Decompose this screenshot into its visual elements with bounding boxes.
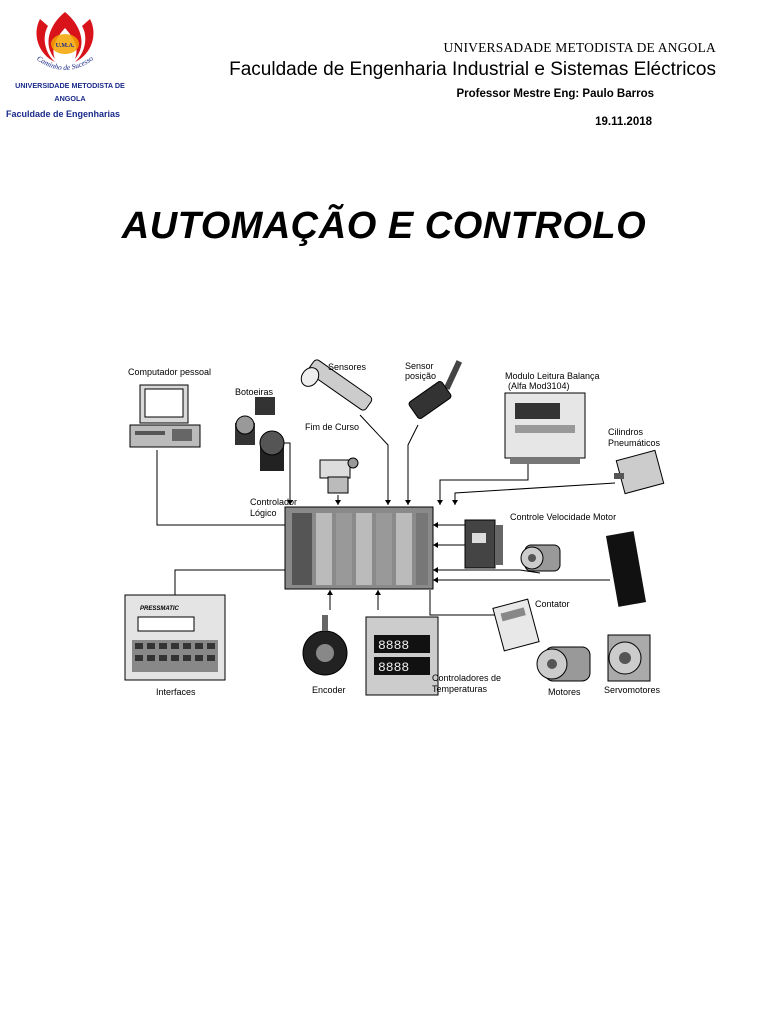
limit-switch-icon: [319, 457, 359, 494]
university-name: UNIVERSADADE METODISTA DE ANGOLA: [443, 40, 716, 55]
label-temp-ctrl-2: Temperaturas: [432, 684, 488, 694]
encoder-icon: [302, 615, 348, 676]
logo-motto: Caminho de Sucesso: [35, 54, 95, 72]
logo-acronym: U.M.A.: [56, 43, 75, 49]
label-servomotors: Servomotores: [604, 685, 661, 695]
label-controller-1: Controlador: [250, 497, 297, 507]
servo-drive-icon: [605, 531, 647, 607]
label-motors: Motores: [548, 687, 581, 697]
left-university-line1: UNIVERSIDADE METODISTA DE: [15, 81, 125, 90]
motor-icon: [520, 544, 561, 572]
label-interfaces: Interfaces: [156, 687, 196, 697]
automation-diagram: Computador pessoal Botoeiras Sensores Se…: [124, 359, 665, 697]
label-speed-control: Controle Velocidade Motor: [510, 512, 616, 522]
weight-module-icon: [504, 392, 586, 464]
label-position-sensor-1: Sensor: [405, 361, 434, 371]
professor-name: Professor Mestre Eng: Paulo Barros: [456, 88, 654, 100]
flame-logo-icon: [36, 12, 94, 62]
temperature-controller-icon: [365, 616, 439, 696]
left-faculty: Faculdade de Engenharias: [6, 109, 121, 119]
proximity-sensor-icon: [300, 359, 373, 411]
plc-controller-icon: [284, 506, 434, 590]
speed-drive-icon: [464, 519, 503, 569]
pneumatic-cylinder-icon: [614, 449, 665, 495]
computer-icon: [129, 384, 201, 448]
label-cylinders-2: Pneumáticos: [608, 438, 661, 448]
label-limit-switch: Fim de Curso: [305, 422, 359, 432]
label-contactor: Contator: [535, 599, 570, 609]
label-position-sensor-2: posição: [405, 371, 436, 381]
hmi-brand: PRESSMATIC: [140, 606, 180, 612]
document-date: 19.11.2018: [595, 116, 652, 128]
label-buttons: Botoeiras: [235, 387, 274, 397]
university-logo: U.M.A. Caminho de Sucesso: [35, 12, 95, 72]
label-sensors: Sensores: [328, 362, 367, 372]
temp-display-1: 8888: [378, 638, 409, 653]
page-title: AUTOMAÇÃO E CONTROLO: [121, 205, 647, 247]
contactor-icon: [492, 598, 540, 652]
pushbuttons-icon: [235, 397, 285, 471]
label-weight-module-2: (Alfa Mod3104): [508, 381, 570, 391]
faculty-name: Faculdade de Engenharia Industrial e Sis…: [229, 59, 716, 80]
label-weight-module-1: Modulo Leitura Balança: [505, 371, 600, 381]
left-university-line2: ANGOLA: [54, 94, 86, 103]
label-controller-2: Lógico: [250, 508, 277, 518]
label-pc: Computador pessoal: [128, 367, 211, 377]
label-temp-ctrl-1: Controladores de: [432, 673, 501, 683]
label-encoder: Encoder: [312, 685, 346, 695]
motor-icon-2: [536, 646, 591, 682]
label-cylinders-1: Cilindros: [608, 427, 644, 437]
servomotor-icon: [607, 634, 651, 682]
temp-display-2: 8888: [378, 660, 409, 675]
position-sensor-icon: [408, 360, 463, 419]
hmi-panel-icon: [124, 594, 226, 681]
